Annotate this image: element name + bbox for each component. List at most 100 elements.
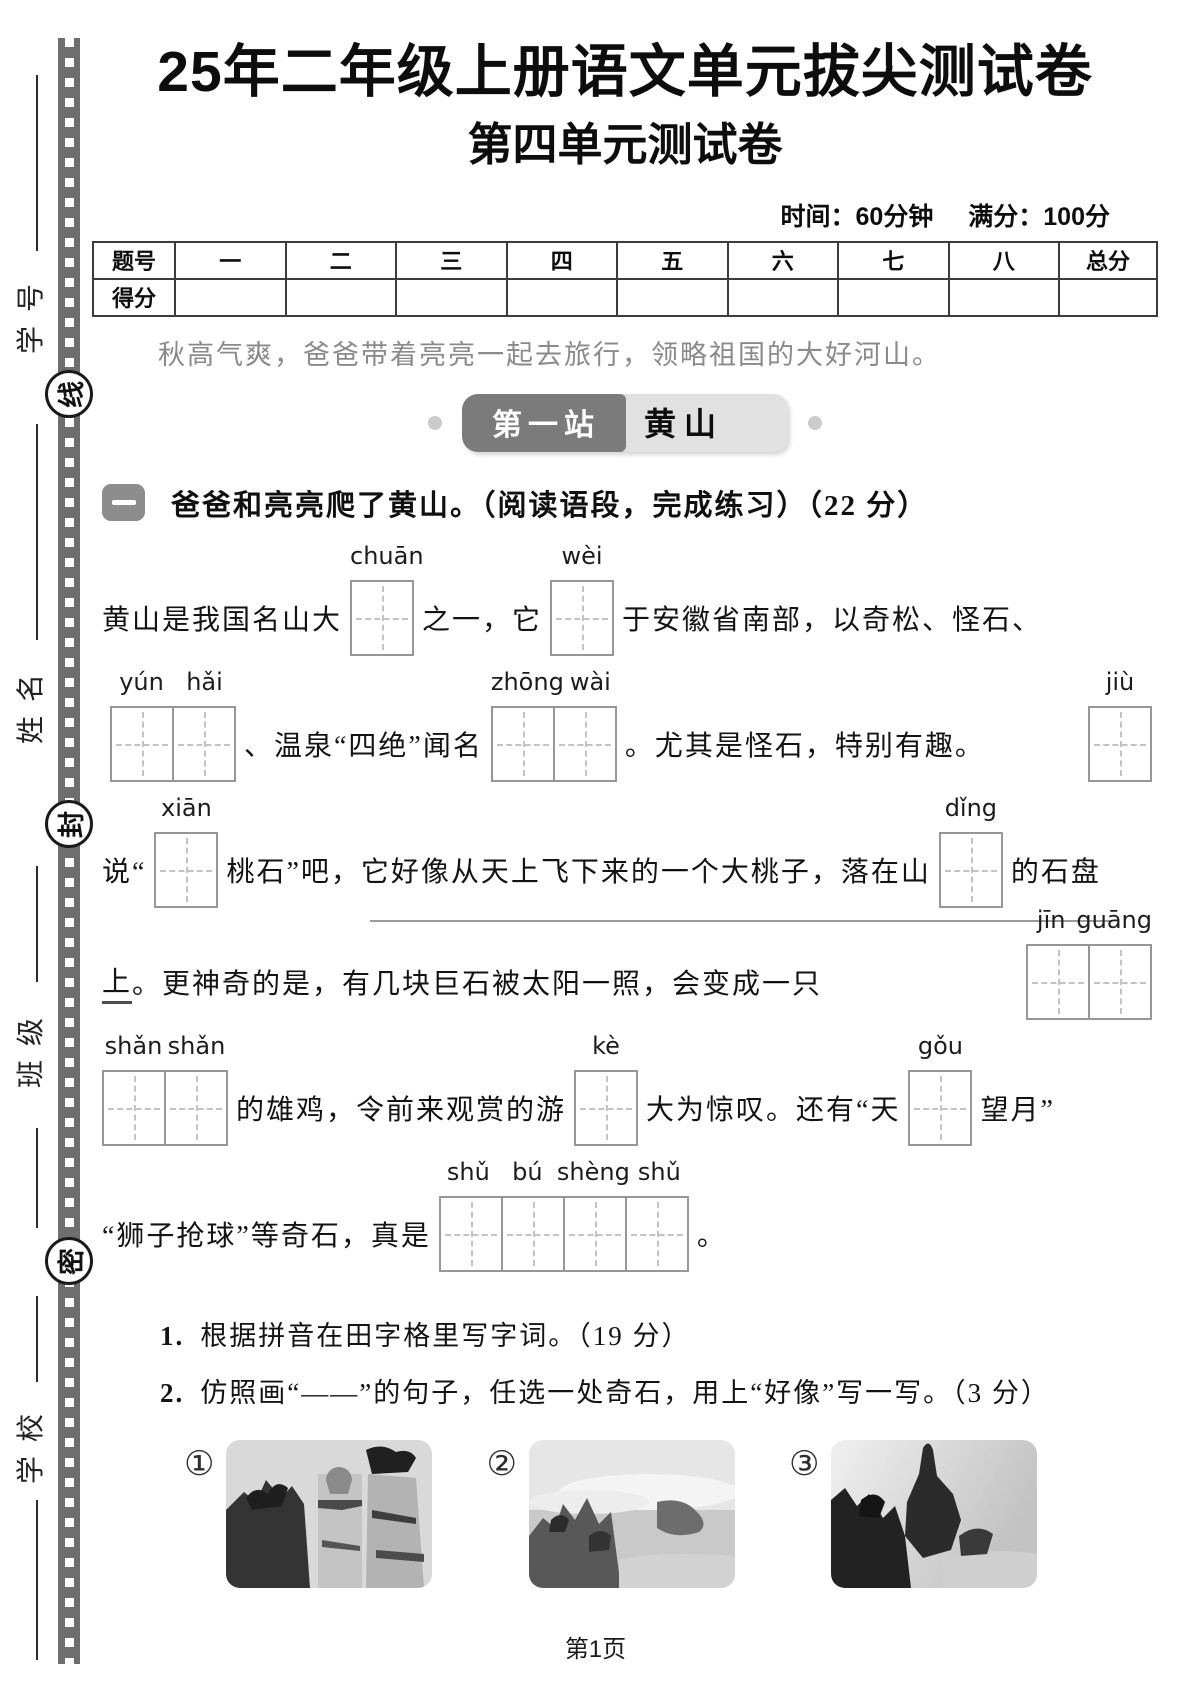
tianzige-cell[interactable] xyxy=(1088,705,1152,782)
tianzige-cell[interactable] xyxy=(102,1069,166,1146)
class-write-line-2[interactable] xyxy=(36,1128,38,1228)
intro-text: 秋高气爽，爸爸带着亮亮一起去旅行，领略祖国的大好河山。 xyxy=(158,339,941,370)
paper-main: 25年二年级上册语文单元拔尖测试卷 第四单元测试卷 时间：60分钟 满分：100… xyxy=(92,0,1158,1588)
tianzige-cell[interactable] xyxy=(172,705,236,782)
exam-meta: 时间：60分钟 满分：100分 xyxy=(92,197,1158,233)
pinyin-label: bú xyxy=(512,1157,543,1186)
photo-item-3: ③ xyxy=(789,1439,1038,1588)
tianzige-cell[interactable] xyxy=(552,705,617,782)
name-write-line[interactable] xyxy=(36,424,38,640)
question-1: 1. 根据拼音在田字格里写字词。（19 分） xyxy=(92,1314,1158,1353)
pinyin-write-box-ding[interactable]: dǐng xyxy=(938,794,1003,908)
tianzige-cell[interactable] xyxy=(164,1069,228,1146)
tianzige-cell[interactable] xyxy=(938,831,1003,908)
name-label: 姓名 xyxy=(16,659,48,745)
class-label: 班级 xyxy=(16,1003,48,1089)
score-input-cell[interactable] xyxy=(837,277,950,317)
question-2: 2. 仿照画“——”的句子，任选一处奇石，用上“好像”写一写。（3 分） xyxy=(92,1371,1158,1410)
photo-label-1: ① xyxy=(184,1443,215,1484)
school-write-line-2[interactable] xyxy=(36,1500,38,1660)
score-input-cell[interactable] xyxy=(616,277,729,317)
seal-strip xyxy=(58,38,80,1664)
tianzige-cell[interactable] xyxy=(350,579,415,656)
passage-text-underlined: 上 xyxy=(102,960,133,1004)
question-1-number: 1. xyxy=(160,1320,185,1351)
score-col-7: 七 xyxy=(837,240,950,280)
score-input-cell-total[interactable] xyxy=(1058,277,1158,317)
tianzige-cell[interactable] xyxy=(154,831,219,908)
station-banner: 第一站 黄山 xyxy=(92,393,1158,452)
huangshan-rock-photo-1 xyxy=(226,1439,433,1588)
pinyin-write-box-xian[interactable]: xiān xyxy=(154,794,219,908)
tianzige-cell[interactable] xyxy=(110,705,174,782)
passage-row-3: 说“ xiān 桃石”吧，它好像从天上飞下来的一个大桃子，落在山 dǐng 的石… xyxy=(102,794,1158,908)
pinyin-write-box-gou[interactable]: gǒu xyxy=(908,1032,973,1146)
tianzige-cell[interactable] xyxy=(550,579,615,656)
photo-item-1: ① xyxy=(184,1439,433,1588)
passage-text: 的石盘 xyxy=(1010,856,1101,888)
score-col-total: 总分 xyxy=(1058,240,1158,280)
passage-row-5: shǎn shǎn 的雄鸡，令前来观赏的游 kè 大为惊叹。还有“天 gǒu 望… xyxy=(102,1032,1158,1146)
pinyin-write-box-chuan[interactable]: chuān xyxy=(350,542,424,656)
tianzige-cell[interactable] xyxy=(908,1069,973,1146)
pinyin-label: yún xyxy=(119,667,164,696)
pinyin-label: dǐng xyxy=(944,793,998,822)
model-sentence-underline xyxy=(370,919,1110,922)
passage-text: 黄山是我国名山大 xyxy=(102,604,343,636)
score-input-cell[interactable] xyxy=(174,277,287,317)
pinyin-write-box-shanshan[interactable]: shǎn shǎn xyxy=(102,1032,228,1146)
class-write-line[interactable] xyxy=(36,866,38,982)
pinyin-write-box-shubushengshu[interactable]: shǔ bú shèng shǔ xyxy=(438,1158,689,1272)
score-col-8: 八 xyxy=(947,240,1060,280)
pinyin-label: xiān xyxy=(161,793,212,822)
pinyin-write-box-jinguang[interactable]: jīn guāng xyxy=(1026,906,1152,1020)
full-score: 满分：100分 xyxy=(968,202,1110,231)
pinyin-label: jīn xyxy=(1036,905,1066,934)
seal-circle-line: 线 xyxy=(45,370,93,418)
pinyin-label: wèi xyxy=(561,541,603,570)
tianzige-cell[interactable] xyxy=(490,705,555,782)
pinyin-write-box-zhongwai[interactable]: zhōng wài xyxy=(490,668,617,782)
score-input-cell[interactable] xyxy=(947,277,1060,317)
student-id-label: 学号 xyxy=(16,269,48,355)
score-col-4: 四 xyxy=(505,240,618,280)
tianzige-cell[interactable] xyxy=(574,1069,639,1146)
score-input-cell[interactable] xyxy=(395,277,508,317)
tianzige-cell[interactable] xyxy=(1088,943,1152,1020)
passage-text: 之一，它 xyxy=(422,604,543,636)
pinyin-label: wài xyxy=(569,667,611,696)
tianzige-cell[interactable] xyxy=(624,1195,689,1272)
score-input-cell[interactable] xyxy=(505,277,618,317)
pinyin-label: hǎi xyxy=(186,667,223,696)
school-write-line[interactable] xyxy=(36,1296,38,1382)
seal-feng-char: 封 xyxy=(56,810,87,838)
pinyin-write-box-wei[interactable]: wèi xyxy=(550,542,615,656)
tianzige-cell[interactable] xyxy=(1026,943,1090,1020)
question-2-number: 2. xyxy=(160,1377,185,1408)
tianzige-cell[interactable] xyxy=(500,1195,565,1272)
passage-text: 。更神奇的是，有几块巨石被太阳一照，会变成一只 xyxy=(132,968,823,1000)
pinyin-label: shǔ xyxy=(446,1157,490,1186)
passage-text: 于安徽省南部，以奇松、怪石、 xyxy=(622,604,1043,636)
pinyin-label: chuān xyxy=(350,541,424,570)
pinyin-label: gǒu xyxy=(917,1031,964,1060)
tianzige-cell[interactable] xyxy=(438,1195,503,1272)
station-tab: 第一站 xyxy=(461,393,626,452)
pinyin-write-box-yunhai[interactable]: yún hǎi xyxy=(110,668,236,782)
pinyin-label: jiù xyxy=(1105,667,1135,696)
tianzige-cell[interactable] xyxy=(562,1195,627,1272)
seal-circle-feng: 封 xyxy=(45,800,93,848)
decor-dot-right-icon xyxy=(808,415,822,430)
score-col-3: 三 xyxy=(395,240,508,280)
pinyin-write-box-ke[interactable]: kè xyxy=(574,1032,639,1146)
pinyin-write-box-jiu[interactable]: jiù xyxy=(1088,668,1152,782)
student-id-label-wrap: 学号 xyxy=(0,258,58,366)
score-input-cell[interactable] xyxy=(284,277,397,317)
passage-row-1: 黄山是我国名山大 chuān 之一，它 wèi 于安徽省南部，以奇松、怪石、 xyxy=(102,542,1158,656)
score-table: 题号 一 二 三 四 五 六 七 八 总分 得分 xyxy=(92,240,1158,317)
question-row-label: 题号 xyxy=(92,240,176,280)
station-group: 第一站 黄山 xyxy=(461,393,788,452)
passage-text: 。 xyxy=(696,1220,727,1252)
student-id-write-line[interactable] xyxy=(36,75,38,251)
score-input-cell[interactable] xyxy=(726,277,839,317)
